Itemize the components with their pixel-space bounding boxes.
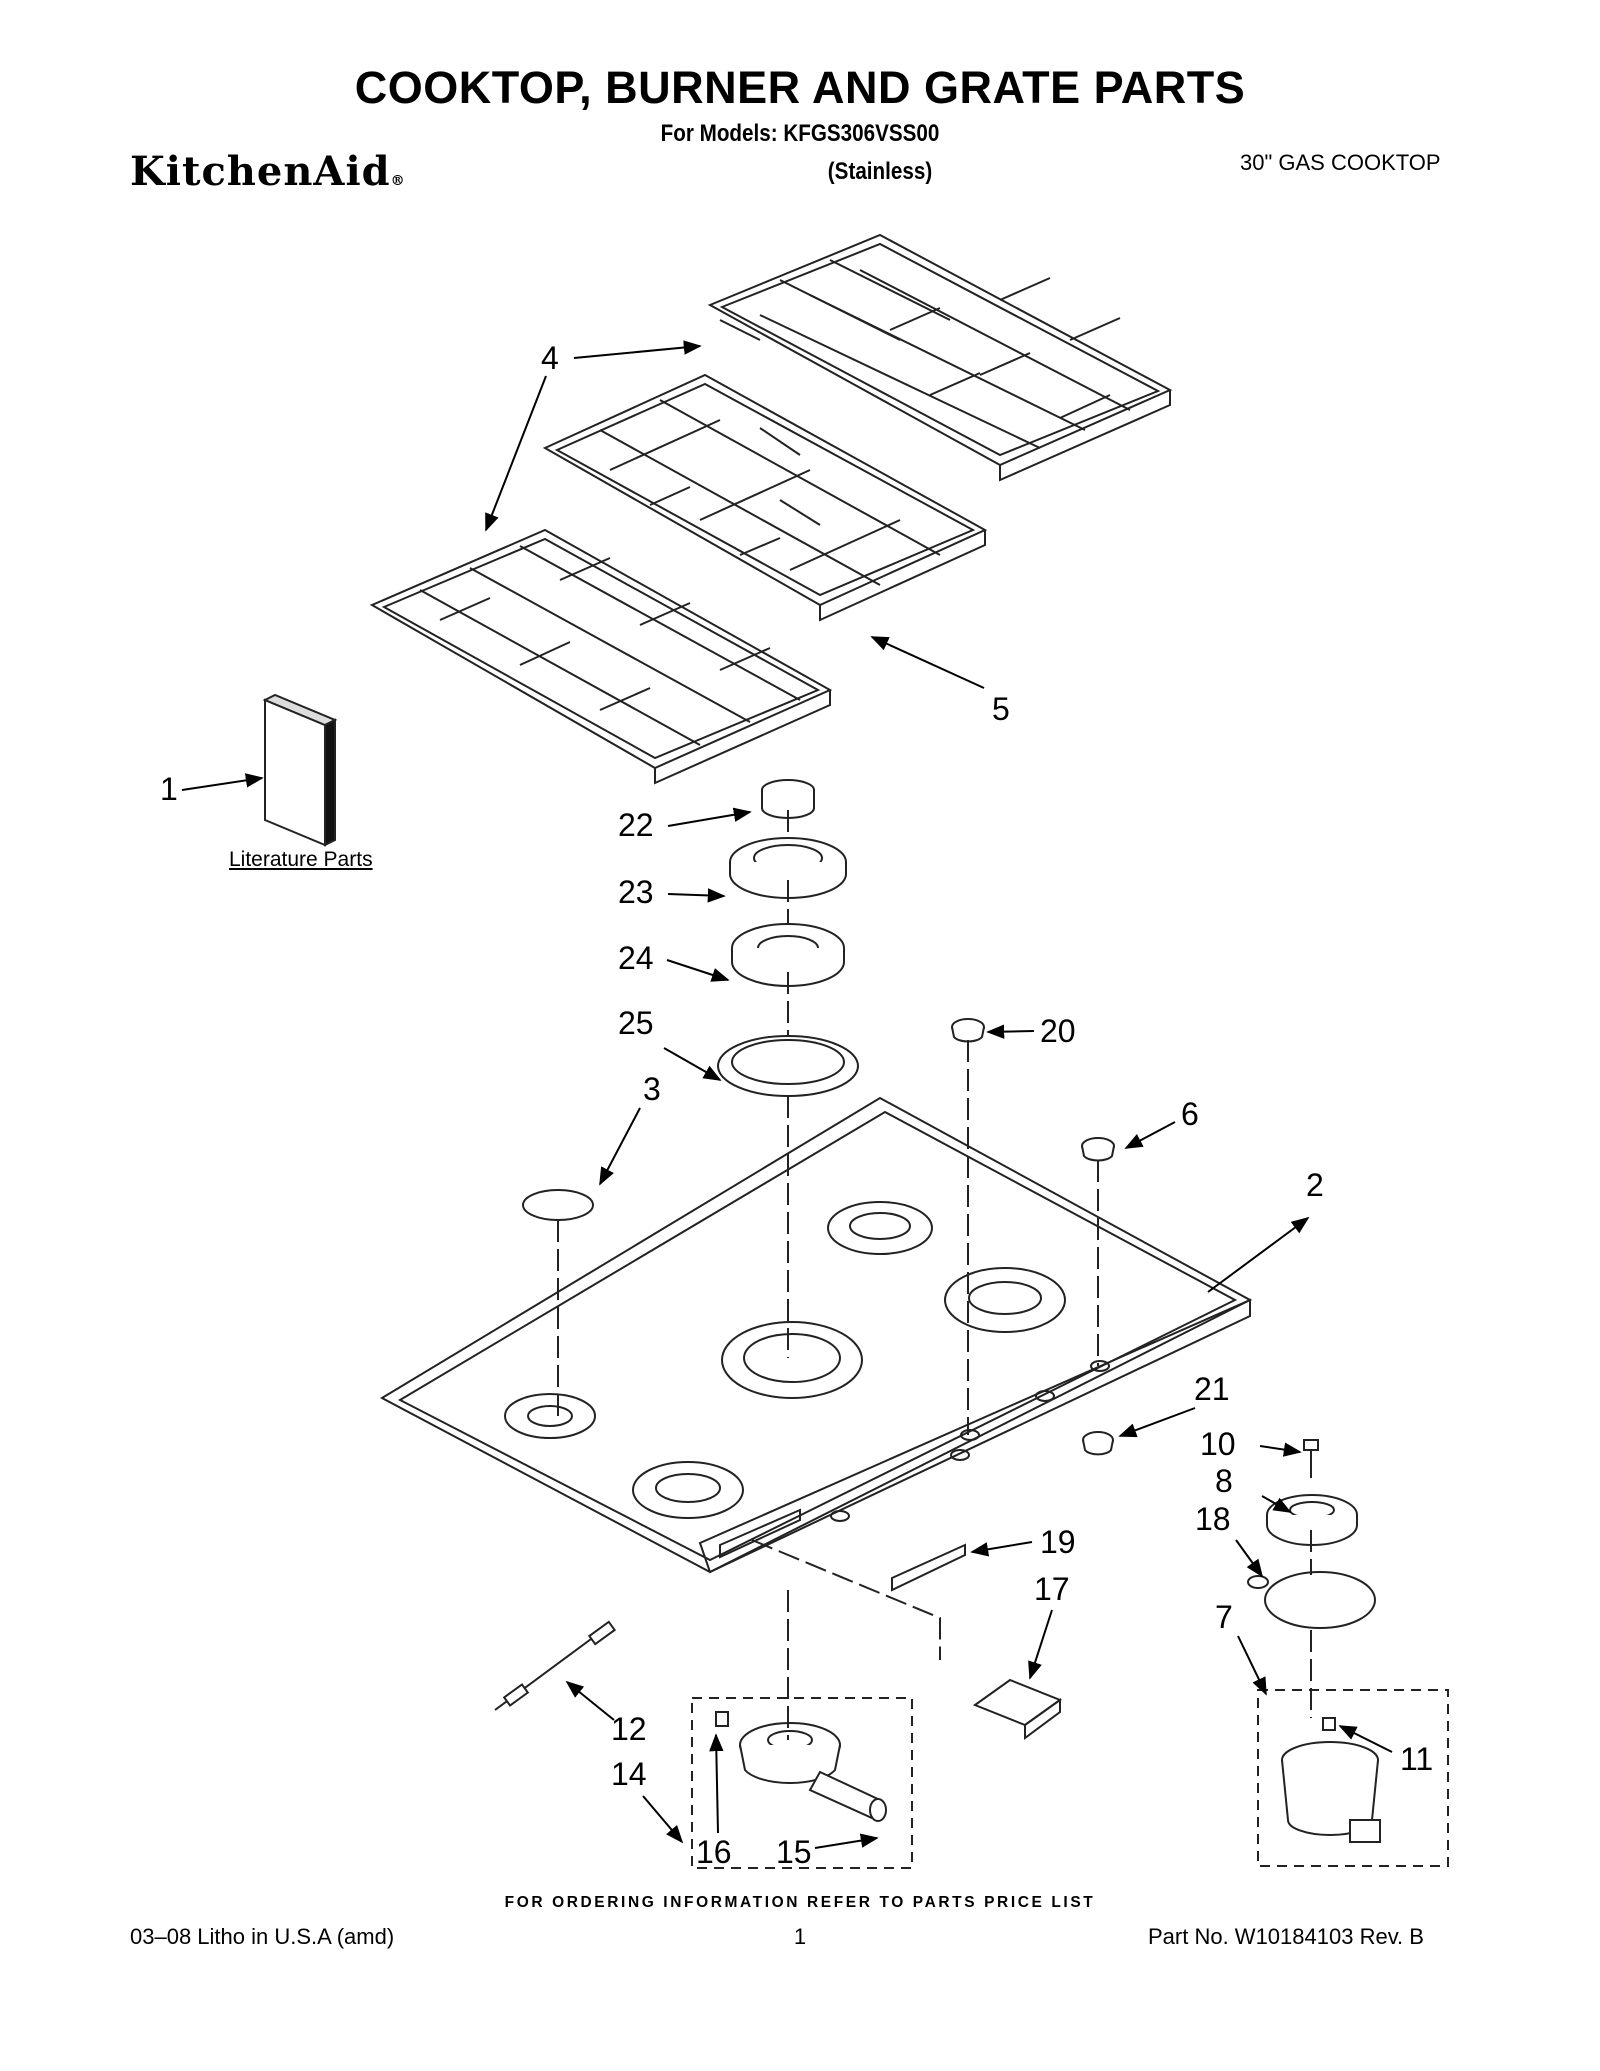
callout-12: 12 bbox=[611, 1711, 647, 1747]
models-line: For Models: KFGS306VSS00 bbox=[660, 120, 940, 147]
ordering-note: FOR ORDERING INFORMATION REFER TO PARTS … bbox=[504, 1894, 1096, 1911]
callout-4: 4 bbox=[541, 340, 559, 376]
litho-info: 03–08 Litho in U.S.A (amd) bbox=[130, 1924, 395, 1949]
finish-label: (Stainless) bbox=[827, 158, 933, 185]
knob-grommets bbox=[951, 1018, 1115, 1456]
callout-23: 23 bbox=[618, 874, 654, 910]
callout-3: 3 bbox=[643, 1071, 661, 1107]
grate-right bbox=[707, 233, 1173, 482]
product-label: 30" GAS COOKTOP bbox=[1240, 150, 1441, 175]
callout-11: 11 bbox=[1400, 1741, 1433, 1777]
grate-left bbox=[369, 528, 833, 785]
callout-15: 15 bbox=[776, 1834, 812, 1870]
literature-book bbox=[262, 693, 338, 847]
assembly-centerlines bbox=[557, 810, 1312, 1740]
base-assembly-box bbox=[1257, 1689, 1449, 1867]
callout-leaders bbox=[181, 340, 1393, 1849]
callout-19: 19 bbox=[1040, 1524, 1076, 1560]
callout-7: 7 bbox=[1215, 1599, 1233, 1635]
base-assembly bbox=[1281, 1717, 1381, 1843]
callout-25: 25 bbox=[618, 1005, 654, 1041]
cooktop-panel bbox=[379, 1096, 1253, 1574]
brand-name: KitchenAid bbox=[130, 148, 391, 195]
burner-base bbox=[731, 923, 845, 987]
burner-assembly-box bbox=[691, 1697, 913, 1869]
cap-small bbox=[522, 1189, 594, 1221]
callout-24: 24 bbox=[618, 940, 654, 976]
page-number: 1 bbox=[793, 1924, 807, 1949]
callout-17: 17 bbox=[1034, 1571, 1070, 1607]
callout-8: 8 bbox=[1215, 1463, 1233, 1499]
callout-2: 2 bbox=[1306, 1167, 1324, 1203]
spark-electrode bbox=[494, 1620, 617, 1711]
literature-parts-label: Literature Parts bbox=[229, 848, 373, 871]
burner-assembly bbox=[715, 1711, 887, 1822]
burner-head bbox=[729, 837, 847, 899]
callout-22: 22 bbox=[618, 807, 654, 843]
callout-20: 20 bbox=[1040, 1013, 1076, 1049]
callout-16: 16 bbox=[696, 1834, 732, 1870]
registered-mark: ® bbox=[390, 173, 406, 189]
callout-21: 21 bbox=[1194, 1371, 1230, 1407]
grate-center bbox=[542, 373, 988, 622]
part-number: Part No. W10184103 Rev. B bbox=[1148, 1924, 1424, 1949]
callout-5: 5 bbox=[992, 691, 1010, 727]
brand-logo: KitchenAid® bbox=[130, 148, 406, 195]
callout-18: 18 bbox=[1195, 1501, 1231, 1537]
ring-7 bbox=[1247, 1571, 1376, 1629]
trim-ring bbox=[717, 1035, 859, 1097]
callout-1: 1 bbox=[160, 771, 178, 807]
callout-6: 6 bbox=[1181, 1096, 1199, 1132]
callout-10: 10 bbox=[1200, 1426, 1236, 1462]
screw-10 bbox=[1303, 1439, 1319, 1478]
page-title: COOKTOP, BURNER AND GRATE PARTS bbox=[354, 62, 1246, 113]
callout-14: 14 bbox=[611, 1756, 647, 1792]
nameplate-badge bbox=[891, 1543, 966, 1592]
mounting-bracket bbox=[972, 1678, 1063, 1740]
